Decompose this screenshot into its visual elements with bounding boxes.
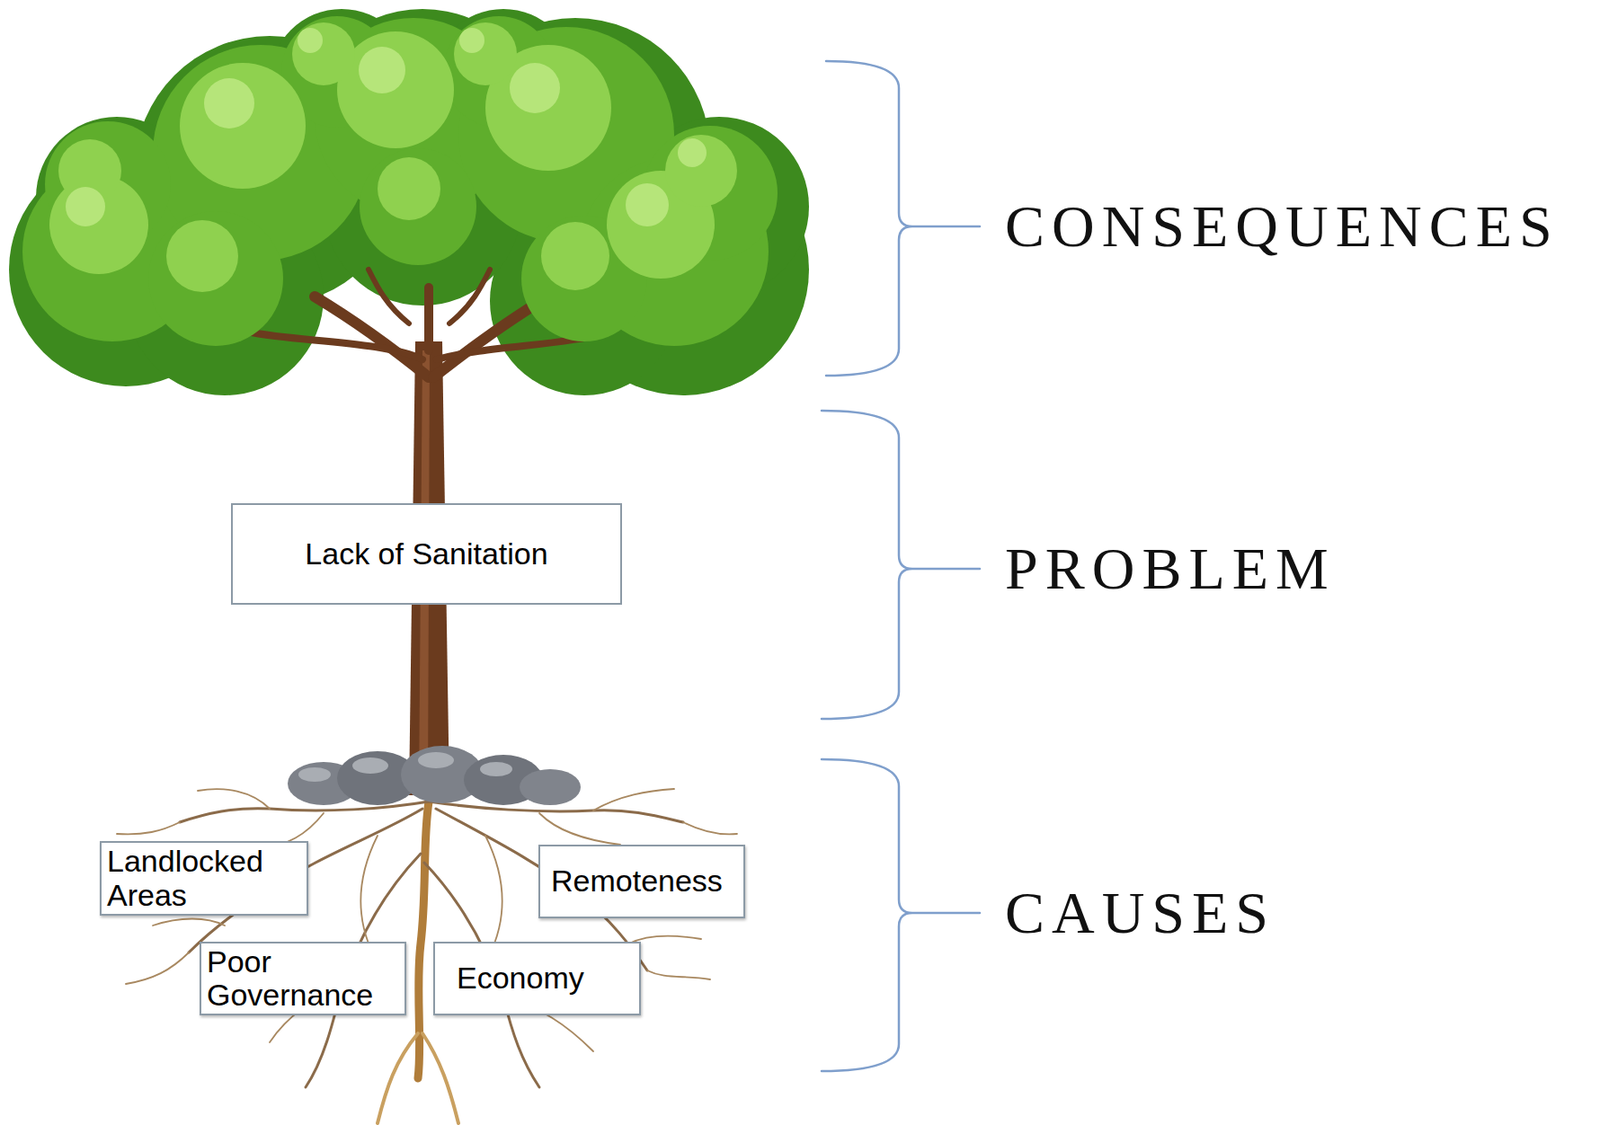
canopy <box>8 8 809 396</box>
problem-box: Lack of Sanitation <box>231 503 623 605</box>
brackets <box>821 61 980 1072</box>
node-text: Lack of Sanitation <box>240 537 614 571</box>
cause-box: Poor Governance <box>199 942 407 1016</box>
section-label: CONSEQUENCES <box>1004 196 1560 257</box>
section-label: PROBLEM <box>1004 539 1336 599</box>
rocks <box>287 746 581 806</box>
bracket <box>821 410 980 720</box>
cause-box: Landlocked Areas <box>99 841 309 916</box>
bracket <box>826 61 980 376</box>
node-text: Landlocked Areas <box>106 844 302 913</box>
bracket <box>821 759 980 1072</box>
node-text: Economy <box>456 961 618 996</box>
node-text: Poor Governance <box>206 945 400 1014</box>
cause-box: Economy <box>433 942 641 1016</box>
section-label: CAUSES <box>1004 883 1276 943</box>
cause-box: Remoteness <box>538 844 746 919</box>
node-text: Remoteness <box>551 864 733 898</box>
roots <box>116 789 738 1124</box>
